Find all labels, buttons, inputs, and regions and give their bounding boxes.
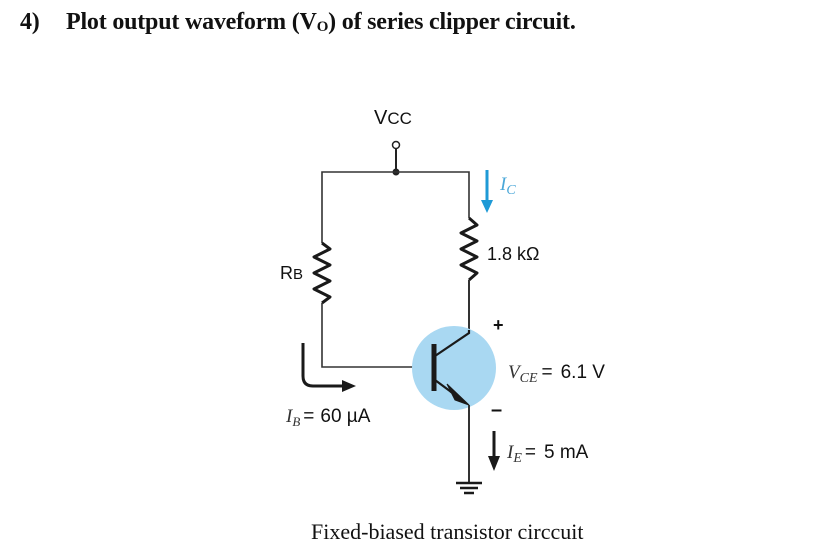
ground-icon xyxy=(456,481,482,495)
top-rail-wire xyxy=(321,171,470,243)
rb-label: RB xyxy=(280,263,303,283)
base-wire xyxy=(321,303,432,368)
transistor-collector xyxy=(434,330,471,357)
vce-minus: – xyxy=(491,399,502,421)
ie-label: IE=5 mA xyxy=(506,442,589,466)
vcc-label: VCC xyxy=(374,107,412,129)
ib-arrow-icon xyxy=(301,343,346,388)
question-number: 4) xyxy=(20,9,40,35)
ie-arrowhead-icon xyxy=(488,456,500,471)
diagram-caption: Fixed-biased transistor circcuit xyxy=(311,519,584,544)
ic-label: IC xyxy=(499,174,516,198)
question-heading: 4) Plot output waveform (VO) of series cl… xyxy=(20,9,576,36)
emitter-arrow-icon xyxy=(446,383,470,406)
collector-resistor xyxy=(459,216,479,282)
ib-label: IB=60 µA xyxy=(285,406,371,429)
vce-plus: + xyxy=(493,315,504,335)
ic-arrowhead-icon xyxy=(481,200,493,213)
collector-resistor-value: 1.8 kΩ xyxy=(487,244,539,264)
vce-label: VCE=6.1 V xyxy=(508,362,605,386)
base-resistor-rb xyxy=(312,241,332,305)
vcc-terminal xyxy=(391,140,401,150)
question-text: Plot output waveform (VO) of series clip… xyxy=(66,9,576,35)
ib-arrowhead-icon xyxy=(342,380,356,392)
